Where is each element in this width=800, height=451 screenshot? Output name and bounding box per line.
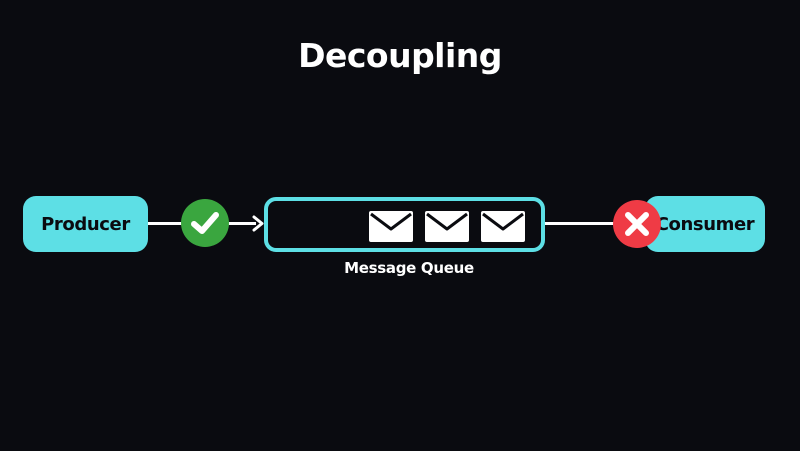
- consumer-node: Consumer: [645, 196, 765, 252]
- envelope-icon: [425, 211, 469, 242]
- envelope-icon: [369, 211, 413, 242]
- queue-to-consumer-connector: [545, 222, 625, 225]
- message-queue: [264, 197, 545, 252]
- queue-label: Message Queue: [344, 259, 474, 277]
- diagram-title: Decoupling: [298, 36, 502, 75]
- producer-node: Producer: [23, 196, 148, 252]
- consumer-label: Consumer: [655, 213, 755, 235]
- check-icon: [181, 199, 229, 247]
- producer-label: Producer: [41, 213, 130, 235]
- envelope-icon: [481, 211, 525, 242]
- arrow-head-icon: [252, 215, 264, 232]
- cross-icon: [613, 200, 661, 248]
